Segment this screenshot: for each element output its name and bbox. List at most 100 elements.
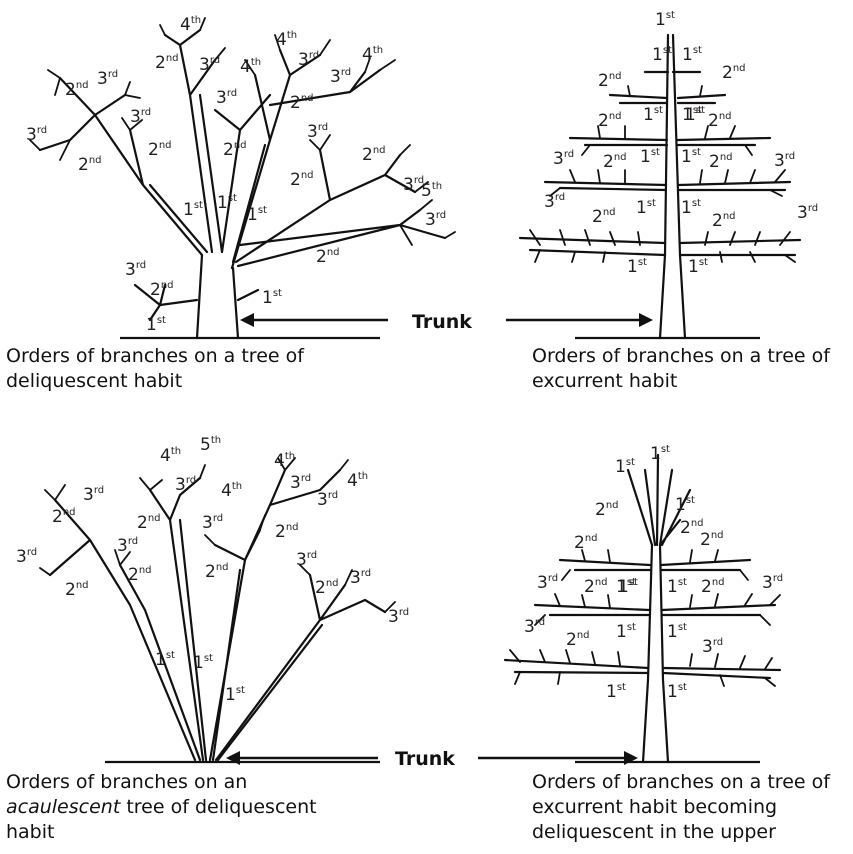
order-label-third: 3rd xyxy=(553,149,574,169)
order-label-third: 3rd xyxy=(774,151,795,171)
order-label-third: 3rd xyxy=(298,50,319,70)
order-label-first: 1st xyxy=(183,200,203,220)
order-label-first: 1st xyxy=(643,105,663,125)
order-label-first: 1st xyxy=(667,577,687,597)
order-label-second: 2nd xyxy=(701,577,725,597)
order-label-third: 3rd xyxy=(388,607,409,627)
order-label-second: 2nd xyxy=(603,152,627,172)
order-label-third: 3rd xyxy=(317,490,338,510)
tree-excurrent-upper-drawing xyxy=(505,455,780,762)
order-label-second: 2nd xyxy=(722,63,746,83)
order-label-fourth: 4th xyxy=(276,30,297,50)
trunk xyxy=(643,545,668,762)
order-label-first: 1st xyxy=(675,495,695,515)
order-label-first: 1st xyxy=(262,288,282,308)
order-label-third: 3rd xyxy=(199,55,220,75)
order-label-third: 3rd xyxy=(26,125,47,145)
order-label-first: 1st xyxy=(193,653,213,673)
order-label-second: 2nd xyxy=(290,170,314,190)
order-label-second: 2nd xyxy=(223,140,247,160)
order-label-third: 3rd xyxy=(702,637,723,657)
trunk-label: Trunk xyxy=(412,311,472,333)
order-label-second: 2nd xyxy=(700,530,724,550)
order-label-first: 1st xyxy=(655,10,675,30)
caption-excurrent: Orders of branches on a tree of excurren… xyxy=(532,344,847,394)
order-label-third: 3rd xyxy=(524,617,545,637)
order-label-second: 2nd xyxy=(275,522,299,542)
order-label-second: 2nd xyxy=(584,577,608,597)
order-label-second: 2nd xyxy=(148,140,172,160)
order-label-second: 2nd xyxy=(290,93,314,113)
order-label-fourth: 4th xyxy=(274,451,295,471)
order-label-fourth: 4th xyxy=(362,45,383,65)
caption-acaulescent-part1: Orders of branches on an xyxy=(6,771,247,793)
order-label-third: 3rd xyxy=(125,260,146,280)
order-label-third: 3rd xyxy=(307,122,328,142)
order-label-third: 3rd xyxy=(216,88,237,108)
order-label-third: 3rd xyxy=(83,485,104,505)
order-label-first: 1st xyxy=(652,45,672,65)
caption-acaulescent-italic: acaulescent xyxy=(6,796,120,818)
trunk-pointer-top: Trunk xyxy=(240,311,653,333)
order-label-first: 1st xyxy=(146,315,166,335)
order-label-third: 3rd xyxy=(202,513,223,533)
trunk-label: Trunk xyxy=(395,748,455,770)
order-label-fifth: 5th xyxy=(421,181,442,201)
order-label-first: 1st xyxy=(618,577,638,597)
order-label-first: 1st xyxy=(667,622,687,642)
order-label-third: 3rd xyxy=(544,192,565,212)
order-label-third: 3rd xyxy=(330,67,351,87)
order-label-third: 3rd xyxy=(425,210,446,230)
caption-acaulescent: Orders of branches on an acaulescent tre… xyxy=(6,770,366,845)
order-label-third: 3rd xyxy=(296,550,317,570)
order-label-second: 2nd xyxy=(137,513,161,533)
order-label-third: 3rd xyxy=(97,69,118,89)
order-label-third: 3rd xyxy=(290,473,311,493)
order-label-fourth: 4th xyxy=(160,446,181,466)
order-label-first: 1st xyxy=(636,198,656,218)
order-label-first: 1st xyxy=(681,147,701,167)
order-label-third: 3rd xyxy=(130,107,151,127)
order-label-first: 1st xyxy=(682,45,702,65)
order-label-second: 2nd xyxy=(65,580,89,600)
order-label-third: 3rd xyxy=(537,573,558,593)
order-label-second: 2nd xyxy=(52,507,76,527)
order-label-third: 3rd xyxy=(762,573,783,593)
order-label-second: 2nd xyxy=(316,247,340,267)
order-label-second: 2nd xyxy=(598,111,622,131)
order-label-second: 2nd xyxy=(78,155,102,175)
order-label-first: 1st xyxy=(615,457,635,477)
order-label-second: 2nd xyxy=(592,207,616,227)
order-label-fourth: 4th xyxy=(221,481,242,501)
order-label-first: 1st xyxy=(650,444,670,464)
order-label-second: 2nd xyxy=(315,578,339,598)
order-label-first: 1st xyxy=(627,257,647,277)
order-label-first: 1st xyxy=(640,147,660,167)
order-label-second: 2nd xyxy=(155,53,179,73)
order-label-fourth: 4th xyxy=(347,471,368,491)
order-label-third: 3rd xyxy=(350,568,371,588)
order-label-fifth: 5th xyxy=(200,435,221,455)
trunk xyxy=(660,35,685,338)
order-label-first: 1st xyxy=(247,205,267,225)
order-label-first: 1st xyxy=(685,105,705,125)
order-label-second: 2nd xyxy=(574,533,598,553)
order-label-first: 1st xyxy=(667,682,687,702)
order-label-second: 2nd xyxy=(566,630,590,650)
order-label-third: 3rd xyxy=(797,203,818,223)
order-label-first: 1st xyxy=(155,650,175,670)
order-label-first: 1st xyxy=(688,257,708,277)
trunk-pointer-bottom: Trunk xyxy=(226,748,638,770)
order-label-second: 2nd xyxy=(362,145,386,165)
order-label-first: 1st xyxy=(217,193,237,213)
order-label-second: 2nd xyxy=(712,211,736,231)
order-label-second: 2nd xyxy=(595,500,619,520)
caption-excurrent-upper-deliquescent: Orders of branches on a tree of excurren… xyxy=(532,770,852,845)
order-label-first: 1st xyxy=(616,622,636,642)
order-label-third: 3rd xyxy=(175,475,196,495)
tree-excurrent-drawing xyxy=(520,35,800,338)
order-label-second: 2nd xyxy=(708,111,732,131)
order-label-second: 2nd xyxy=(205,562,229,582)
caption-deliquescent: Orders of branches on a tree of deliques… xyxy=(6,344,346,394)
